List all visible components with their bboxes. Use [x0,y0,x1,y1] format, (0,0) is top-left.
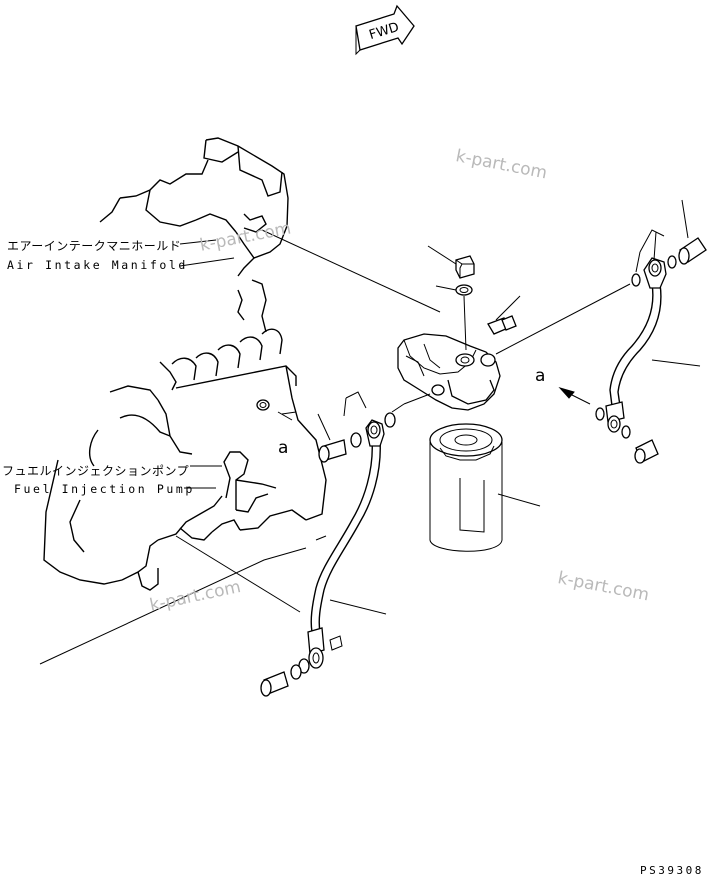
fuel-filter-head [397,333,501,411]
left-fuel-hose [307,419,385,669]
air-intake-manifold-label-en: Air Intake Manifold [7,258,188,272]
washer-icon [595,407,605,421]
eye-bolt-icon [318,439,347,463]
washer-icon [290,664,302,680]
plug-bolt-icon [455,255,475,296]
callout-a-left: a [278,438,289,458]
air-intake-manifold-label-jp: エアーインテークマニホールド [7,239,182,253]
washer-icon [631,273,641,287]
callout-a-right: a [535,366,546,386]
fuel-filter-cartridge [429,423,503,552]
washer-icon [667,255,677,269]
washer-icon [621,425,631,439]
fuel-injection-pump-label-en: Fuel Injection Pump [14,482,195,496]
eye-bolt-icon [634,439,659,464]
mounting-bolt-icon [487,315,517,335]
drawing-code: PS39308 [640,864,704,877]
arrow-icon [558,387,591,405]
washer-icon [384,412,396,428]
fuel-injection-pump-label-jp: フュエルインジェクションポンプ [2,464,190,478]
eye-bolt-icon [260,671,289,697]
fwd-arrow-icon [355,4,415,56]
engine-block [43,137,327,591]
right-fuel-hose [605,257,667,433]
washer-icon [350,432,362,448]
eye-bolt-icon [678,237,707,265]
arrow-icon [277,411,293,421]
